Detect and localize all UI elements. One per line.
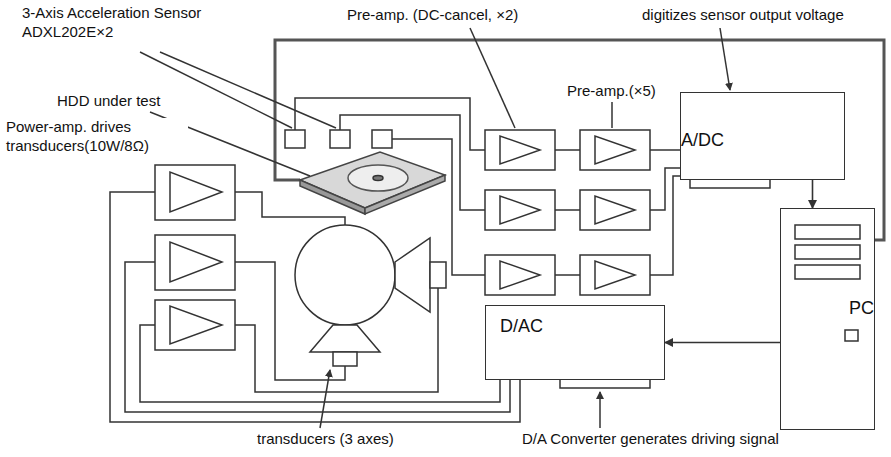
signal-arrow bbox=[665, 342, 780, 344]
annotation-label: digitizes sensor output voltage bbox=[640, 6, 846, 25]
annotation-label: D/A Converter generates driving signal bbox=[520, 430, 781, 449]
signal-arrow bbox=[812, 180, 814, 208]
adc-card: A/DC bbox=[680, 92, 845, 180]
annotation-label: transducers (3 axes) bbox=[255, 430, 396, 449]
annotation-label: Power-amp. drives transducers(10W/8Ω) bbox=[4, 118, 188, 156]
annotation-label: HDD under test bbox=[55, 92, 162, 111]
annotation-label: Pre-amp.(×5) bbox=[565, 82, 658, 101]
dac-card: D/AC bbox=[485, 305, 665, 380]
annotation-label: 3-Axis Acceleration Sensor ADXL202E×2 bbox=[20, 4, 259, 42]
node-label: A/DC bbox=[681, 130, 724, 151]
node-label: PC bbox=[849, 298, 874, 319]
annotation-label: Pre-amp. (DC-cancel, ×2) bbox=[345, 6, 520, 25]
node-label: D/AC bbox=[500, 316, 543, 337]
pc-tower: PC bbox=[780, 208, 875, 430]
